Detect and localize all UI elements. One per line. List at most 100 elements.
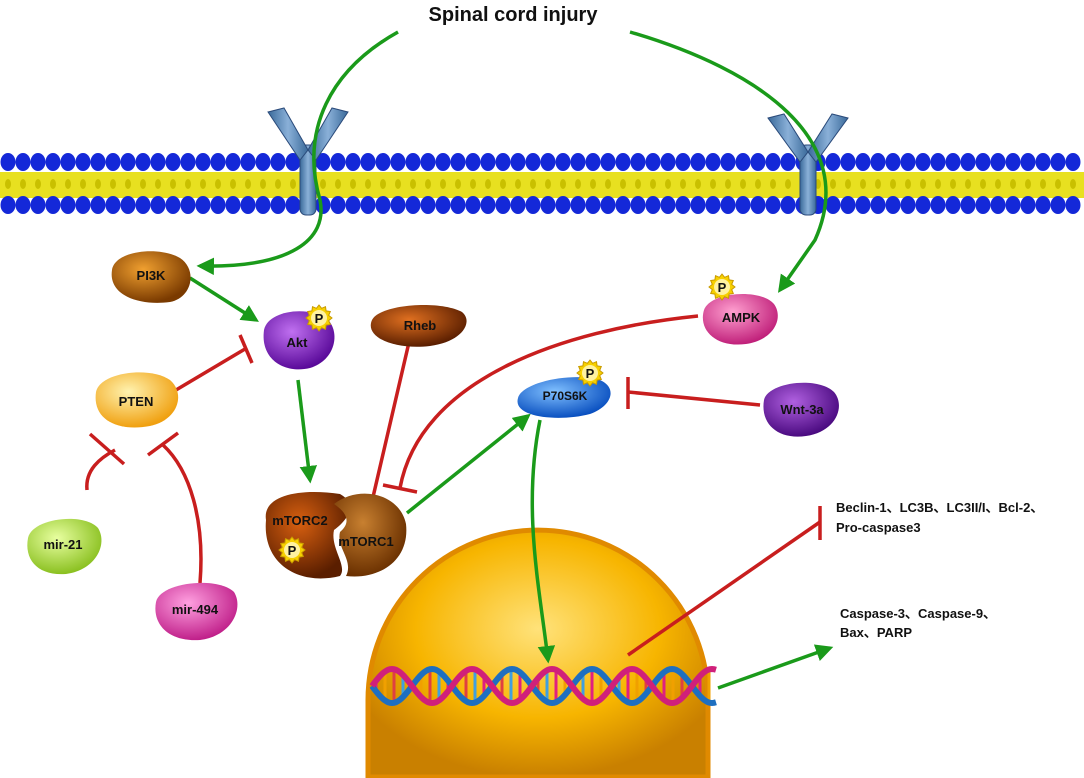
lipid-head [630,153,646,171]
lipid-tail [770,179,776,189]
akt-label: Akt [287,335,309,350]
lipid-head [210,196,226,214]
lipid-tail [260,179,266,189]
lipid-head [90,153,106,171]
activated-genes-line1: Caspase-3、Caspase-9、 [840,606,996,621]
dna-strand-1 [369,665,717,707]
lipid-head [285,153,301,171]
lipid-head [435,196,451,214]
inhibited-genes-line1: Beclin-1、LC3B、LC3II/I、Bcl-2、 [836,500,1043,515]
lipid-head [600,196,616,214]
rheb-node: Rheb [370,305,467,347]
lipid-head [330,196,346,214]
lipid-head [945,196,961,214]
lipid-tail [380,179,386,189]
lipid-head [765,196,781,214]
lipid-tail [530,179,536,189]
lipid-head [270,196,286,214]
lipid-head [420,153,436,171]
mtorc2-label: mTORC2 [272,513,327,528]
lipid-head [525,196,541,214]
lipid-head [885,196,901,214]
lipid-head [285,196,301,214]
lipid-tail [935,179,941,189]
lipid-tail [1055,179,1061,189]
lipid-head [960,153,976,171]
lipid-head [345,153,361,171]
pten-label: PTEN [119,394,154,409]
lipid-head [450,196,466,214]
lipid-tail [335,179,341,189]
lipid-tail [230,179,236,189]
lipid-tail [755,179,761,189]
lipid-head [375,196,391,214]
lipid-tail [20,179,26,189]
lipid-head [975,196,991,214]
lipid-head [480,196,496,214]
receptor-left [267,107,349,216]
lipid-head [780,153,796,171]
lipid-tail [50,179,56,189]
lipid-head [585,153,601,171]
lipid-head [150,196,166,214]
lipid-head [570,196,586,214]
lipid-head [0,196,16,214]
lipid-head [750,153,766,171]
lipid-tail [350,179,356,189]
lipid-head [450,153,466,171]
lipid-head [480,153,496,171]
lipid-head [180,196,196,214]
mir494-node: mir-494 [155,582,238,641]
pi3k-node: PI3K [111,251,191,303]
lipid-tail [890,179,896,189]
lipid-head [975,153,991,171]
lipid-tail [290,179,296,189]
lipid-head [1020,196,1036,214]
lipid-head [855,196,871,214]
lipid-head [615,153,631,171]
lipid-head [420,196,436,214]
lipid-head [645,196,661,214]
lipid-tail [65,179,71,189]
lipid-head [840,196,856,214]
lipid-head [495,153,511,171]
membrane-tails [0,172,1084,198]
lipid-head [870,196,886,214]
lipid-head [45,153,61,171]
lipid-tail [995,179,1001,189]
lipid-head [645,153,661,171]
lipid-head [330,153,346,171]
lipid-tail [1040,179,1046,189]
lipid-head [915,196,931,214]
lipid-head [675,153,691,171]
lipid-tail [665,179,671,189]
lipid-head [870,153,886,171]
lipid-tail [785,179,791,189]
lipid-tail [830,179,836,189]
lipid-tail [275,179,281,189]
lipid-head [1020,153,1036,171]
lipid-head [465,153,481,171]
lipid-head [465,196,481,214]
lipid-head [720,153,736,171]
lipid-tail [575,179,581,189]
ampk-label: AMPK [722,310,761,325]
phospho-label: P [586,366,595,381]
lipid-head [945,153,961,171]
lipid-head [120,153,136,171]
lipid-tail [950,179,956,189]
lipid-tail [110,179,116,189]
lipid-head [165,153,181,171]
lipid-head [105,196,121,214]
lipid-head [180,153,196,171]
phospho-badge-ampk: P [708,273,736,301]
lipid-head [120,196,136,214]
lipid-head [705,153,721,171]
lipid-head [660,196,676,214]
lipid-head [885,153,901,171]
lipid-tail [710,179,716,189]
lipid-tail [320,179,326,189]
lipid-head [930,153,946,171]
